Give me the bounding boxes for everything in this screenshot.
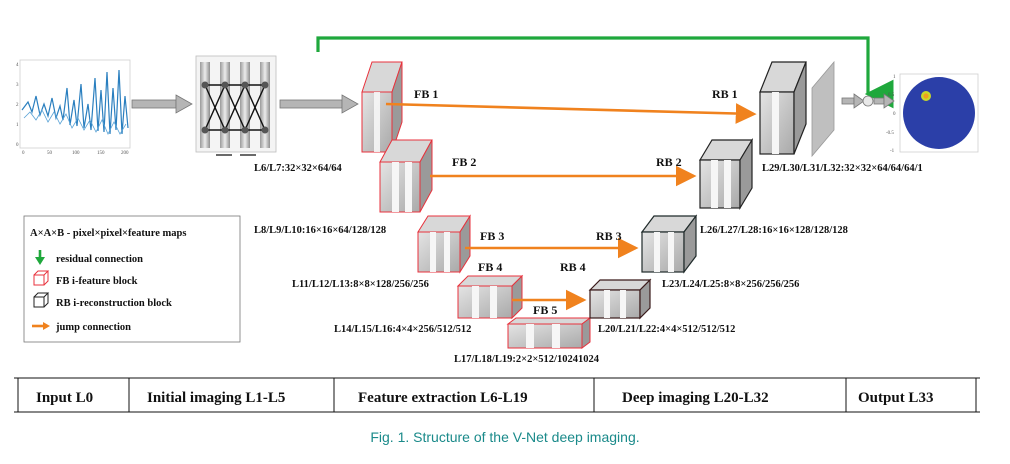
fb2-block xyxy=(379,139,433,213)
rb4-block xyxy=(588,278,652,320)
layer-label-l6-l7: L6/L7:32×32×64/64 xyxy=(254,163,343,174)
signal-y-tick: 4 xyxy=(16,63,19,68)
flow-arrow-input xyxy=(131,94,193,114)
stage-initial-imaging: Initial imaging L1-L5 xyxy=(147,390,285,406)
rb2-block xyxy=(698,137,754,211)
rb-cube-icon xyxy=(33,292,50,308)
stage-deep-imaging: Deep imaging L20-L32 xyxy=(622,390,769,406)
rb1-label: RB 1 xyxy=(712,87,738,101)
output-disk xyxy=(903,77,975,149)
layer-label-l26-l28: L26/L27/L28:16×16×128/128/128 xyxy=(700,225,848,236)
fb3-block xyxy=(417,214,471,274)
rb4-label: RB 4 xyxy=(560,260,586,274)
signal-y-tick: 3 xyxy=(16,83,19,88)
fb2-label: FB 2 xyxy=(452,155,476,169)
input-signal-plot: 4 3 2 1 0 0 50 100 150 200 xyxy=(16,59,131,156)
rb3-block xyxy=(640,214,698,274)
fb1-block xyxy=(361,61,403,153)
legend-box xyxy=(23,215,241,343)
fb3-label: FB 3 xyxy=(480,229,504,243)
legend: A×A×B - pixel×pixel×feature maps residua… xyxy=(23,215,241,343)
layer-label-l23-l25: L23/L24/L25:8×8×256/256/256 xyxy=(662,279,799,290)
output-y-tick: 1 xyxy=(893,75,896,80)
signal-x-tick: 100 xyxy=(72,151,80,156)
residual-connection-line xyxy=(316,36,894,109)
layer-label-l11-l13: L11/L12/L13:8×8×128/256/256 xyxy=(292,279,429,290)
rb2-label: RB 2 xyxy=(656,155,682,169)
legend-rb: RB i-reconstruction block xyxy=(56,298,172,309)
rb1-block xyxy=(759,61,807,155)
signal-y-tick: 2 xyxy=(16,103,19,108)
fb5-block xyxy=(506,317,592,349)
stage-feature-extraction: Feature extraction L6-L19 xyxy=(358,390,528,406)
fb4-label: FB 4 xyxy=(478,260,502,274)
stage-input: Input L0 xyxy=(36,390,93,406)
signal-y-tick: 0 xyxy=(16,143,19,148)
legend-title: A×A×B - pixel×pixel×feature maps xyxy=(30,228,186,239)
signal-x-tick: 0 xyxy=(22,151,25,156)
fb-cube-icon xyxy=(33,270,50,286)
figure-caption: Fig. 1. Structure of the V-Net deep imag… xyxy=(370,429,640,445)
legend-residual: residual connection xyxy=(56,254,143,265)
signal-x-tick: 150 xyxy=(97,151,105,156)
jump-connection-1 xyxy=(385,102,757,124)
layer-label-l29-l32: L29/L30/L31/L32:32×32×64/64/64/1 xyxy=(762,163,923,174)
legend-jump: jump connection xyxy=(55,322,131,333)
output-image: 1 0.5 0 -0.5 -1 xyxy=(886,73,979,154)
final-layer-slab xyxy=(811,60,835,158)
output-y-tick: 0.5 xyxy=(888,93,895,98)
layer-label-l14-l16: L14/L15/L16:4×4×256/512/512 xyxy=(334,324,471,335)
signal-curve xyxy=(21,69,129,135)
output-y-tick: -0.5 xyxy=(886,131,894,136)
signal-y-tick: 1 xyxy=(16,123,19,128)
output-y-tick: -1 xyxy=(890,149,895,154)
layer-label-l20-l22: L20/L21/L22:4×4×512/512/512 xyxy=(598,324,735,335)
initial-imaging-network xyxy=(195,55,277,156)
signal-x-tick: 50 xyxy=(47,151,53,156)
output-y-tick: 0 xyxy=(893,112,896,117)
stage-output: Output L33 xyxy=(858,390,933,406)
jump-connections xyxy=(385,102,757,311)
signal-x-tick: 200 xyxy=(121,151,129,156)
rb3-label: RB 3 xyxy=(596,229,622,243)
fb1-label: FB 1 xyxy=(414,87,438,101)
legend-fb: FB i-feature block xyxy=(56,276,138,287)
stage-bar: Input L0 Initial imaging L1-L5 Feature e… xyxy=(14,377,980,413)
fb4-block xyxy=(456,274,524,320)
layer-label-l8-l10: L8/L9/L10:16×16×64/128/128 xyxy=(254,225,386,236)
flow-arrow-initial xyxy=(279,94,359,114)
flow-arrow-output xyxy=(841,93,895,109)
fb5-label: FB 5 xyxy=(533,303,557,317)
layer-label-l17-l19: L17/L18/L19:2×2×512/10241024 xyxy=(454,354,600,365)
